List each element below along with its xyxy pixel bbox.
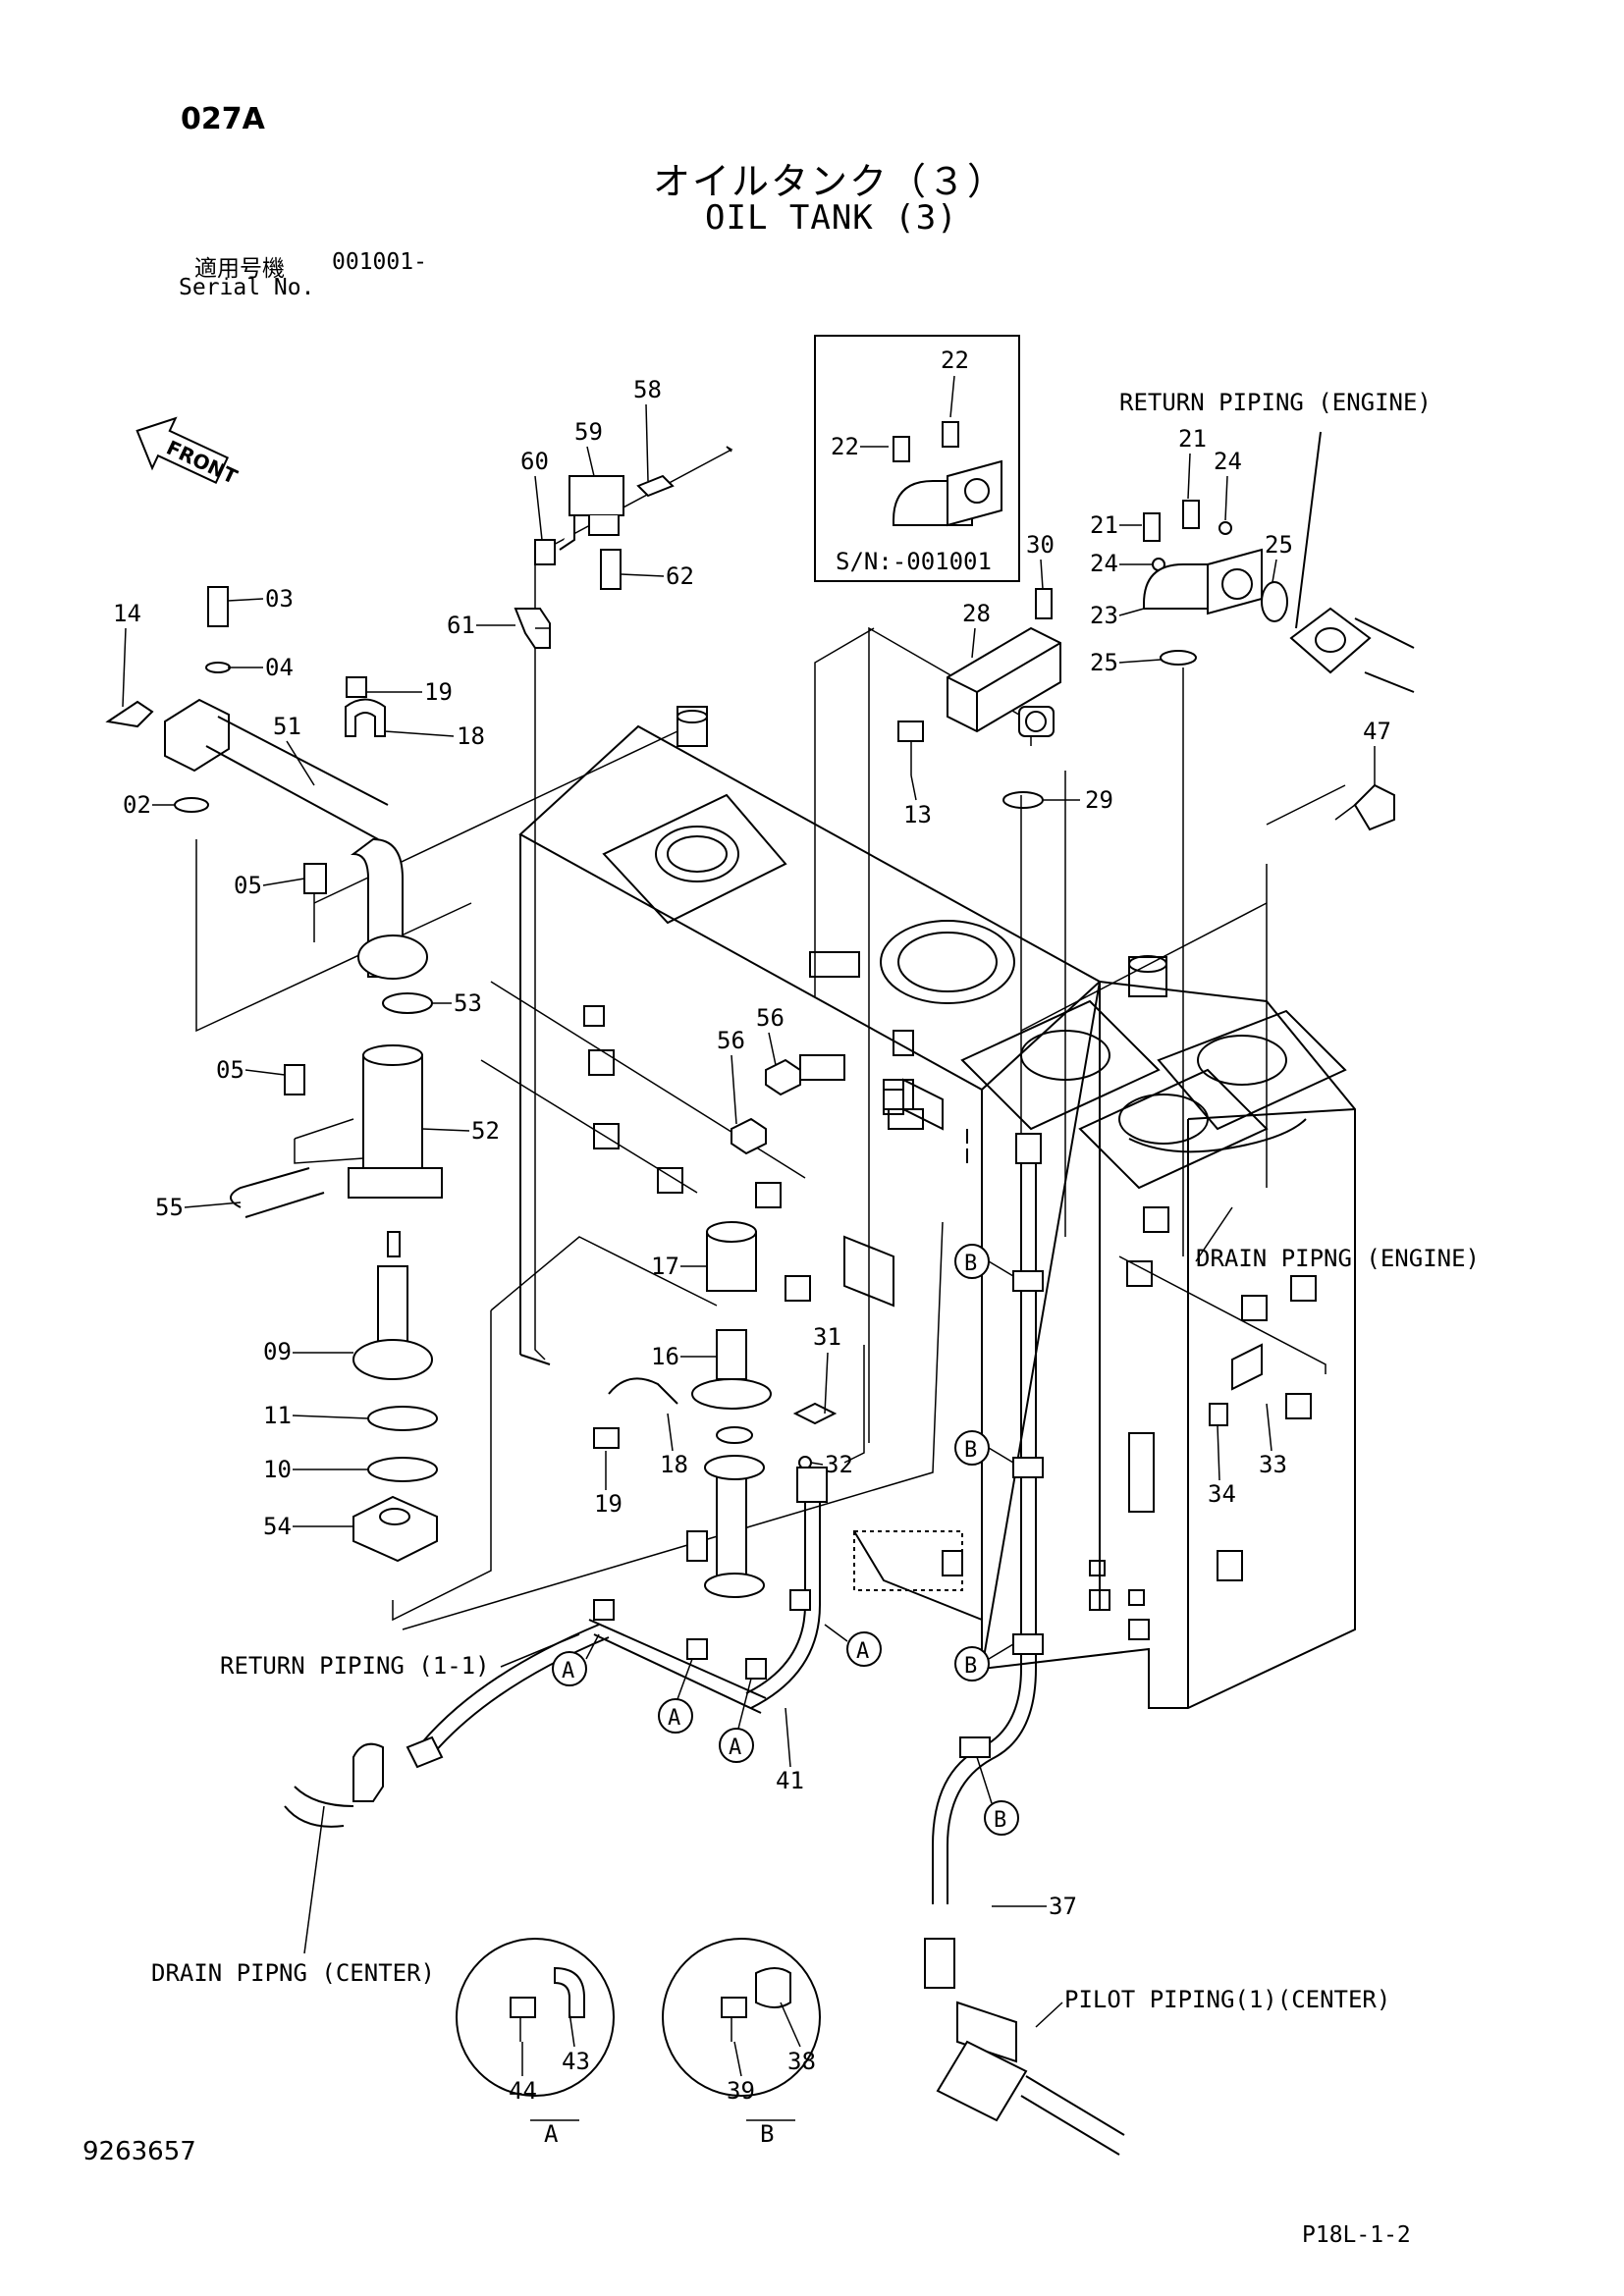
svg-text:A: A bbox=[729, 1735, 741, 1760]
connection-lines bbox=[195, 446, 1346, 1630]
page-reference: P18L-1-2 bbox=[1302, 2222, 1411, 2248]
part-label: 56 bbox=[717, 1027, 745, 1054]
part-label: 21 bbox=[1178, 425, 1207, 453]
part-label: 11 bbox=[263, 1402, 292, 1429]
part-label: 31 bbox=[813, 1323, 841, 1351]
detail-a bbox=[456, 1938, 615, 2097]
clamp-marker-b: B bbox=[954, 1430, 1014, 1466]
part-label: 24 bbox=[1090, 550, 1118, 577]
document-number: 9263657 bbox=[82, 2137, 196, 2166]
part-label: 25 bbox=[1265, 531, 1293, 559]
svg-text:A: A bbox=[856, 1639, 869, 1664]
part-label: 09 bbox=[263, 1338, 292, 1365]
part-label: 44 bbox=[509, 2077, 537, 2105]
part-label: 04 bbox=[265, 654, 294, 681]
upper-fittings-group bbox=[514, 474, 675, 649]
page-code: 027A bbox=[181, 102, 265, 136]
annotation-drain-piping-engine: DRAIN PIPNG (ENGINE) bbox=[1196, 1245, 1480, 1272]
svg-text:B: B bbox=[964, 1252, 977, 1276]
serial-value: 001001- bbox=[332, 249, 427, 275]
svg-text:B: B bbox=[964, 1438, 977, 1463]
clamp-marker-a: A bbox=[824, 1624, 882, 1667]
part-label: 37 bbox=[1049, 1893, 1077, 1920]
serial-inset-box bbox=[814, 335, 1020, 582]
svg-text:B: B bbox=[964, 1654, 977, 1679]
part-label: 54 bbox=[263, 1513, 292, 1540]
part-label: 30 bbox=[1026, 531, 1055, 559]
clamp-marker-a: A bbox=[552, 1633, 600, 1686]
clamp-marker-b: B bbox=[954, 1643, 1014, 1682]
part-label: 22 bbox=[941, 347, 969, 374]
part-label: 34 bbox=[1208, 1480, 1236, 1508]
part-label: 10 bbox=[263, 1456, 292, 1483]
part-label: 18 bbox=[660, 1451, 688, 1478]
part-label: 22 bbox=[831, 433, 859, 460]
part-label: 18 bbox=[457, 722, 485, 750]
filter-stack bbox=[230, 1044, 443, 1563]
part-label: 58 bbox=[633, 376, 662, 403]
part-label: 62 bbox=[666, 562, 694, 590]
svg-text:B: B bbox=[994, 1808, 1006, 1833]
part-label: 52 bbox=[471, 1117, 500, 1145]
front-arrow-label: FRONT bbox=[163, 436, 242, 489]
part-label: 29 bbox=[1085, 786, 1113, 814]
annotation-pilot-piping-center: PILOT PIPING(1)(CENTER) bbox=[1064, 1986, 1390, 2013]
clamp-marker-a: A bbox=[658, 1658, 693, 1734]
part-label: 19 bbox=[594, 1490, 623, 1518]
part-label: 16 bbox=[651, 1343, 679, 1370]
part-label: 33 bbox=[1259, 1451, 1287, 1478]
detail-a-label: A bbox=[544, 2120, 559, 2148]
part-label: 17 bbox=[651, 1253, 679, 1280]
left-return-pipe bbox=[105, 586, 433, 1014]
part-label: 60 bbox=[520, 448, 549, 475]
annotation-return-piping-1-1: RETURN PIPING (1-1) bbox=[220, 1652, 490, 1680]
pilot-hose bbox=[924, 1133, 1125, 2156]
part-label: 05 bbox=[234, 872, 262, 899]
part-label: 13 bbox=[903, 801, 932, 828]
part-label: 39 bbox=[727, 2077, 755, 2105]
front-arrow: FRONT bbox=[135, 416, 242, 489]
clamp-marker-b: B bbox=[954, 1244, 1014, 1279]
engine-return-flange-group bbox=[1143, 431, 1415, 693]
misc-fittings bbox=[731, 783, 1395, 1426]
part-label: 05 bbox=[216, 1056, 244, 1084]
part-label: 19 bbox=[424, 678, 453, 706]
part-label: 25 bbox=[1090, 649, 1118, 676]
part-label: 56 bbox=[756, 1004, 785, 1032]
manifold-block bbox=[897, 588, 1061, 809]
svg-text:A: A bbox=[668, 1706, 680, 1731]
part-label: 23 bbox=[1090, 602, 1118, 629]
part-label: 43 bbox=[562, 2048, 590, 2075]
serial-label-japanese: 適用号機 bbox=[194, 256, 285, 282]
part-label: 47 bbox=[1363, 718, 1391, 745]
part-label: 32 bbox=[825, 1451, 853, 1478]
part-label: 03 bbox=[265, 585, 294, 613]
part-label: 21 bbox=[1090, 511, 1118, 539]
part-label: 59 bbox=[574, 418, 603, 446]
part-label: 51 bbox=[273, 713, 301, 740]
detail-b bbox=[662, 1938, 821, 2097]
clamp-marker-a: A bbox=[719, 1678, 754, 1763]
title-english: OIL TANK (3) bbox=[705, 198, 958, 238]
return-hoses bbox=[284, 1467, 828, 1828]
annotation-return-piping-engine: RETURN PIPING (ENGINE) bbox=[1119, 389, 1432, 416]
detail-b-label: B bbox=[760, 2120, 774, 2148]
part-label: 02 bbox=[123, 791, 151, 819]
part-label: 53 bbox=[454, 989, 482, 1017]
part-label: 28 bbox=[962, 600, 991, 627]
part-label: 24 bbox=[1214, 448, 1242, 475]
svg-text:A: A bbox=[562, 1659, 574, 1683]
title-japanese: オイルタンク（３） bbox=[653, 160, 1007, 203]
inset-serial-note: S/N:-001001 bbox=[836, 548, 992, 575]
annotation-drain-piping-center: DRAIN PIPNG (CENTER) bbox=[151, 1959, 435, 1987]
part-label: 41 bbox=[776, 1767, 804, 1794]
serial-label-english: Serial No. bbox=[179, 275, 315, 300]
clamp-marker-b: B bbox=[976, 1756, 1019, 1836]
part-label: 14 bbox=[113, 600, 141, 627]
center-pipe-group bbox=[593, 1221, 838, 1598]
part-label: 38 bbox=[787, 2048, 816, 2075]
part-label: 55 bbox=[155, 1194, 184, 1221]
part-label: 61 bbox=[447, 612, 475, 639]
